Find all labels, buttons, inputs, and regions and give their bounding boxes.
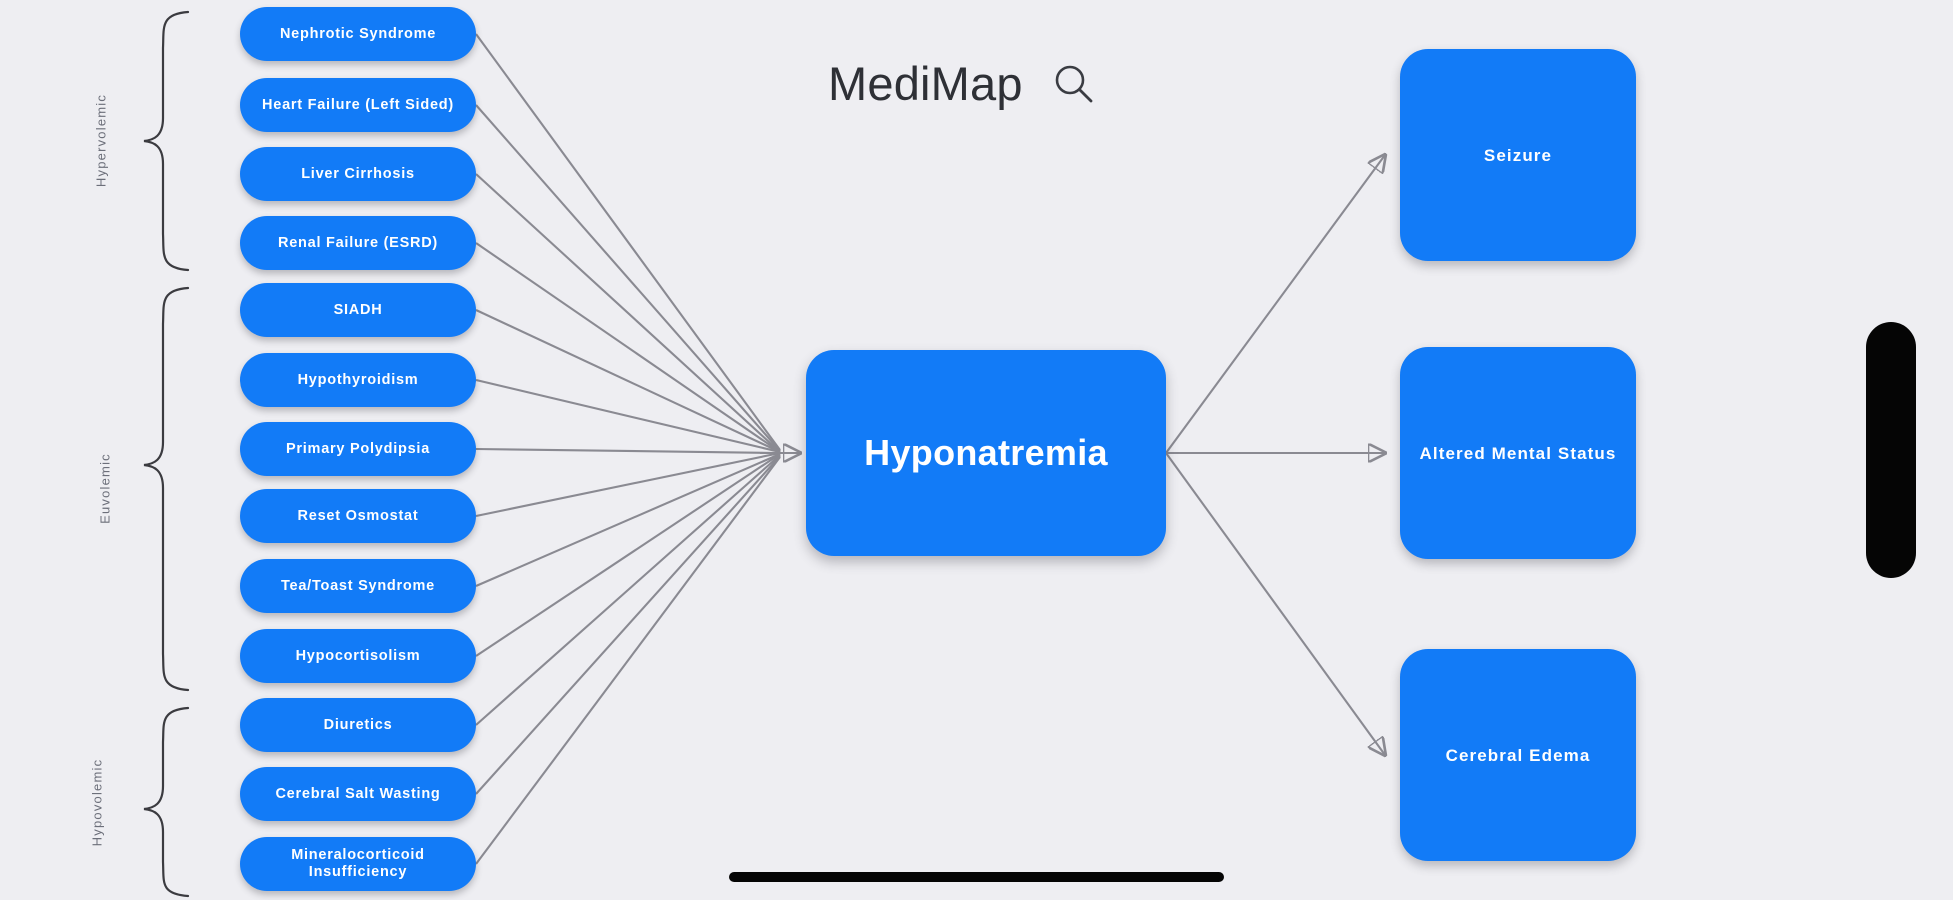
group-label-hypervolemic: Hypervolemic — [93, 93, 109, 188]
home-indicator[interactable] — [729, 872, 1224, 882]
cause-node-primary-polydipsia[interactable]: Primary Polydipsia — [240, 422, 476, 476]
outcome-node-altered-mental-status[interactable]: Altered Mental Status — [1400, 347, 1636, 559]
outcome-node-seizure[interactable]: Seizure — [1400, 49, 1636, 261]
group-label-euvolemic: Euvolemic — [97, 453, 113, 524]
group-label-hypovolemic: Hypovolemic — [89, 758, 105, 847]
app-header: MediMap — [828, 60, 1097, 107]
center-node-hyponatremia[interactable]: Hyponatremia — [806, 350, 1166, 556]
cause-node-hypocortisolism[interactable]: Hypocortisolism — [240, 629, 476, 683]
cause-node-siadh[interactable]: SIADH — [240, 283, 476, 337]
cause-node-liver-cirrhosis[interactable]: Liver Cirrhosis — [240, 147, 476, 201]
cause-node-renal-failure-esrd[interactable]: Renal Failure (ESRD) — [240, 216, 476, 270]
vertical-scrollbar-thumb[interactable] — [1866, 322, 1916, 578]
cause-node-hypothyroidism[interactable]: Hypothyroidism — [240, 353, 476, 407]
cause-node-tea-toast-syndrome[interactable]: Tea/Toast Syndrome — [240, 559, 476, 613]
page-title: MediMap — [828, 57, 1023, 110]
cause-node-nephrotic-syndrome[interactable]: Nephrotic Syndrome — [240, 7, 476, 61]
cause-node-heart-failure-left-sided[interactable]: Heart Failure (Left Sided) — [240, 78, 476, 132]
cause-node-mineralocorticoid-insufficiency[interactable]: Mineralocorticoid Insufficiency — [240, 837, 476, 891]
search-icon[interactable] — [1051, 61, 1097, 107]
cause-node-reset-osmostat[interactable]: Reset Osmostat — [240, 489, 476, 543]
cause-node-diuretics[interactable]: Diuretics — [240, 698, 476, 752]
cause-node-cerebral-salt-wasting[interactable]: Cerebral Salt Wasting — [240, 767, 476, 821]
outcome-node-cerebral-edema[interactable]: Cerebral Edema — [1400, 649, 1636, 861]
